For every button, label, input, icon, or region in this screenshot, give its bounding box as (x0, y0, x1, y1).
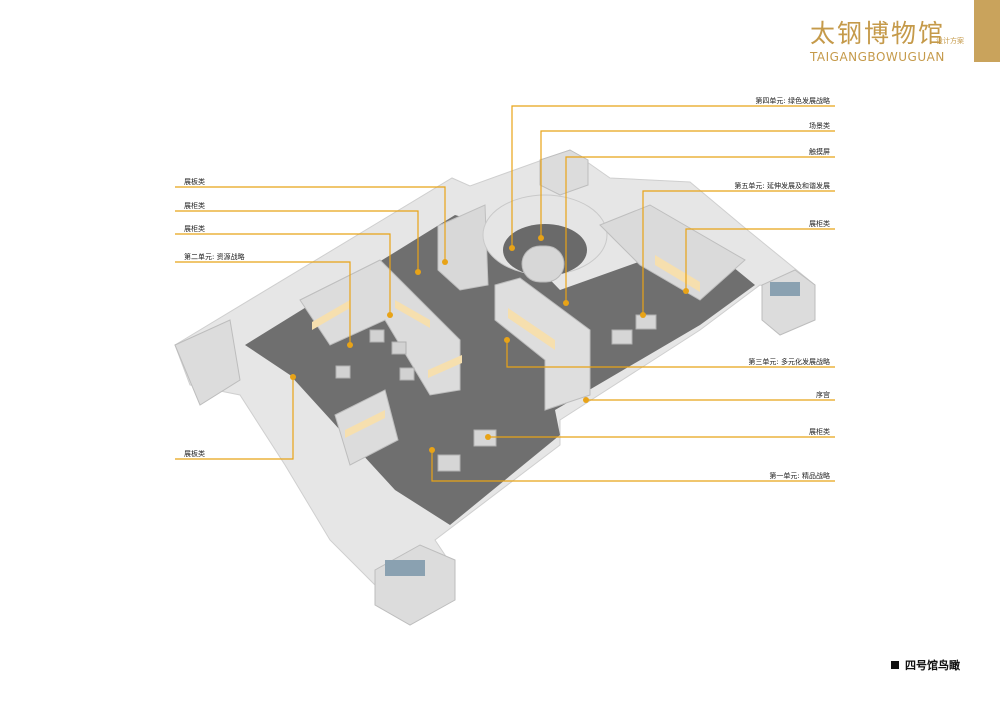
tower-top (539, 149, 589, 196)
page-title-english: TAIGANGBOWUGUAN (810, 50, 945, 64)
label-prelude-hall: 序宫 (816, 391, 830, 399)
lower-partition (334, 389, 399, 466)
lit-case-left-3 (428, 355, 462, 378)
central-partition (494, 277, 591, 411)
lit-case-right (655, 255, 700, 292)
page-title: 太钢博物馆 (810, 19, 946, 48)
label-display-cases-3: 展柜类 (809, 220, 830, 228)
caption-text: 四号馆鸟瞰 (905, 659, 960, 672)
label-scene: 场景类 (809, 122, 830, 130)
label-display-cases-4: 展柜类 (809, 428, 830, 436)
label-unit-5: 第五单元: 延伸发展及和谐发展 (734, 182, 830, 190)
scene-cylinder (521, 245, 565, 283)
page-subtitle: 设计方案 (936, 37, 964, 45)
label-unit-1: 第一单元: 精品战略 (769, 472, 830, 480)
label-unit-4: 第四单元: 绿色发展战略 (755, 97, 830, 105)
right-wing-wall (599, 204, 746, 301)
brand-accent-bar (974, 0, 1000, 62)
caption-marker (891, 661, 899, 669)
label-touchscreen: 触摸屏 (809, 148, 830, 156)
tower-top-left (174, 319, 241, 406)
lit-case-lower (345, 410, 385, 438)
label-unit-2: 第二单元: 资源战略 (184, 253, 245, 261)
label-display-panels-1: 展板类 (184, 178, 205, 186)
label-display-panels-2: 展板类 (184, 450, 205, 458)
lit-case-central (508, 308, 555, 350)
figure-caption: 四号馆鸟瞰 (891, 657, 960, 673)
lit-case-left-2 (395, 300, 430, 328)
leader-lines (175, 105, 835, 482)
lit-case-left-1 (312, 300, 350, 330)
label-display-cases-1: 展柜类 (184, 202, 205, 210)
label-unit-3: 第三单元: 多元化发展战略 (748, 358, 830, 366)
upper-wall-block (437, 204, 489, 291)
left-partition (299, 259, 461, 396)
label-display-cases-2: 展柜类 (184, 225, 205, 233)
